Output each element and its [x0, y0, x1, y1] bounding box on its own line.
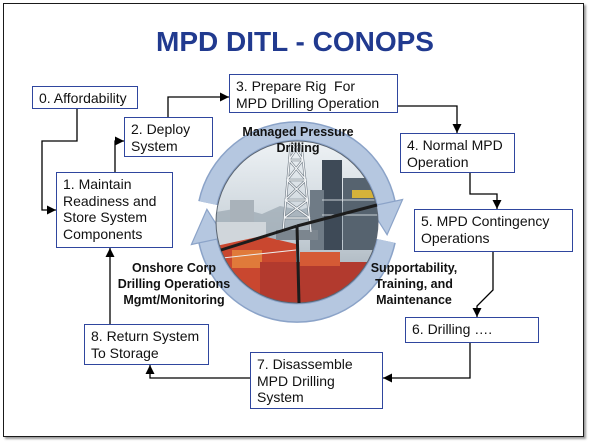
arrow-2-to-3 [167, 92, 229, 117]
rig-photo-border [215, 140, 379, 304]
photo-divider-right [296, 203, 378, 228]
step-box-7: 7. Disassemble MPD Drilling System [250, 352, 383, 409]
cycle-label-line: Managed Pressure [242, 125, 354, 139]
arrow-5-to-6 [472, 252, 494, 317]
step-box-line: 4. Normal MPD [407, 137, 503, 153]
step-box-line: Components [63, 225, 143, 242]
arrow-7-to-8 [145, 365, 250, 379]
step-box-0: 0. Affordability [32, 86, 138, 109]
step-box-line: 1. Maintain [63, 176, 132, 192]
cycle-label-left: Onshore Corp Drilling Operations Mgmt/Mo… [114, 260, 234, 308]
cycle-label-line: Onshore Corp [131, 261, 217, 275]
step-box-line: 5. MPD Contingency [421, 213, 550, 229]
photo-dividers [220, 203, 378, 304]
cycle-ring [198, 121, 396, 323]
arrow-0-to-1 [41, 109, 78, 215]
step-box-2: 2. Deploy System [124, 117, 213, 157]
step-box-4: 4. Normal MPD Operation [400, 133, 515, 173]
step-box-line: MPD Drilling [257, 372, 335, 389]
step-box-line: 7. Disassemble [257, 356, 353, 372]
step-box-1: 1. Maintain Readiness and Store System C… [56, 172, 173, 248]
step-box-line: 3. Prepare Rig For [236, 78, 356, 94]
cycle-label-line: Training, and [375, 277, 453, 291]
step-box-line: Operations [421, 229, 490, 246]
cycle-label-line: Drilling [276, 141, 320, 155]
cycle-label-line: Mgmt/Monitoring [123, 293, 225, 307]
arrow-6-to-7 [383, 343, 471, 383]
photo-divider-bottom [295, 225, 301, 304]
cycle-label-right: Supportability, Training, and Maintenanc… [354, 260, 474, 308]
step-box-3: 3. Prepare Rig For MPD Drilling Operatio… [229, 74, 398, 113]
photo-divider-left [220, 224, 298, 252]
cycle-label-line: Maintenance [376, 293, 452, 307]
step-box-8: 8. Return System To Storage [84, 324, 209, 365]
page-title: MPD DITL - CONOPS [156, 26, 434, 57]
arrow-3-to-4 [398, 105, 462, 133]
step-box-line: 2. Deploy [131, 121, 191, 137]
cycle-label-line: Supportability, [370, 261, 458, 275]
step-box-line: MPD Drilling Operation [236, 94, 380, 111]
cycle-label-top: Managed Pressure Drilling [228, 124, 368, 156]
arrow-1-to-2 [114, 136, 124, 172]
derrick [281, 141, 313, 233]
step-box-line: Store System [63, 209, 148, 225]
cycle-label-line: Drilling Operations [117, 277, 231, 291]
step-box-line: Readiness and [63, 192, 157, 209]
step-box-line: System [131, 137, 178, 154]
step-box-line: Operation [407, 153, 469, 170]
step-box-line: System [257, 389, 304, 405]
step-box-line: 0. Affordability [39, 90, 127, 106]
arrow-4-to-5 [469, 173, 502, 209]
step-box-6: 6. Drilling …. [405, 317, 539, 343]
step-box-line: 6. Drilling …. [412, 321, 493, 337]
step-box-line: 8. Return System [91, 328, 200, 344]
step-box-5: 5. MPD Contingency Operations [414, 209, 573, 252]
step-box-line: To Storage [91, 344, 159, 361]
